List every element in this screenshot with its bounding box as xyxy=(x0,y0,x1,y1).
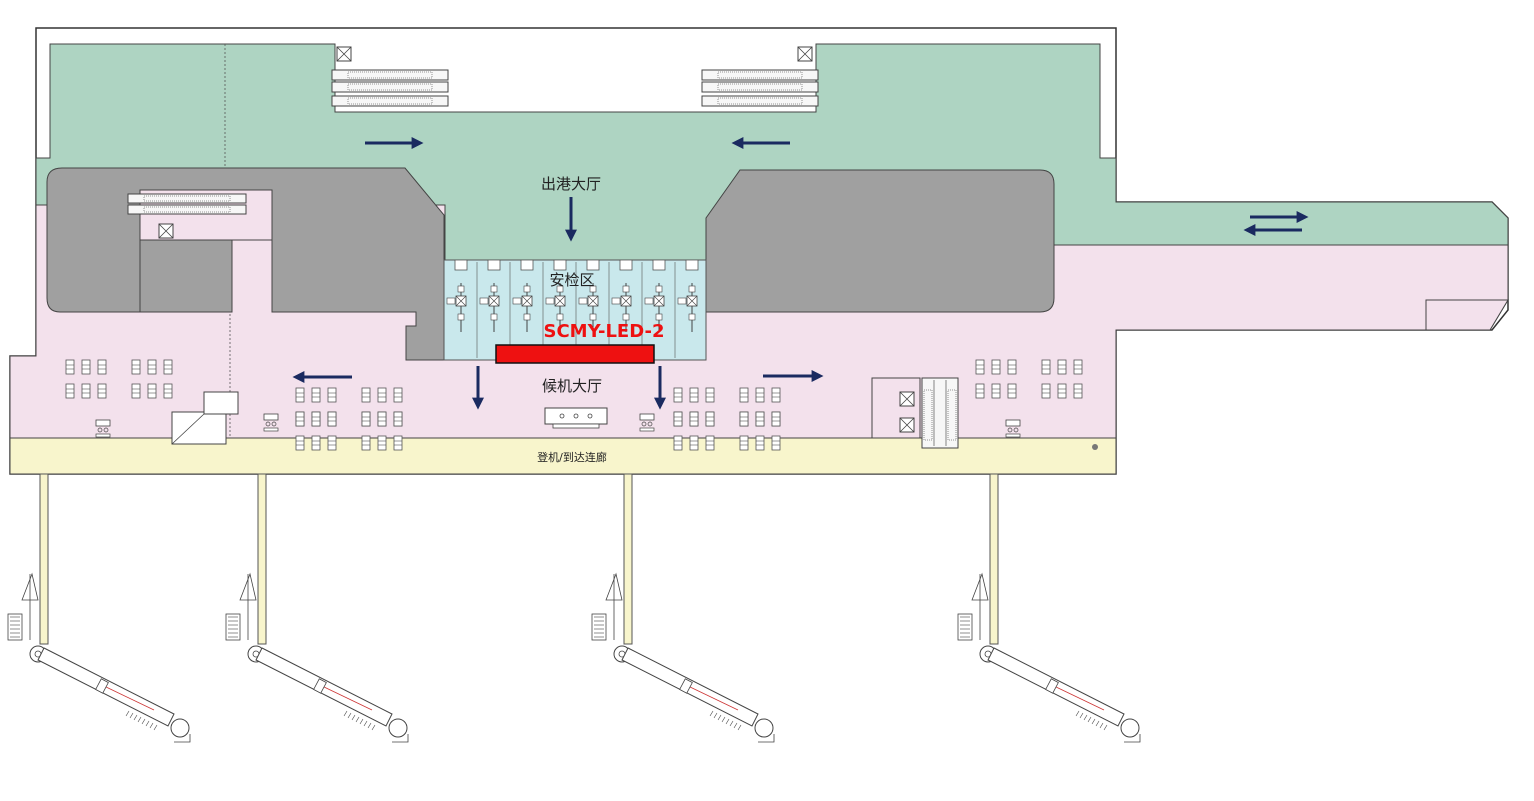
kiosk-icon xyxy=(95,413,1021,438)
pillar-dot xyxy=(1092,444,1098,450)
seat-row-icon xyxy=(673,411,715,451)
kiosk-icon xyxy=(95,419,111,438)
seat-row-icon xyxy=(295,411,337,451)
jet-bridge-icon xyxy=(7,572,191,743)
elevator-icon xyxy=(797,46,813,62)
security-lane-icon xyxy=(545,259,577,358)
security-lane-icon xyxy=(611,259,643,358)
seat-row-icon xyxy=(975,359,1017,399)
security-lane-icon xyxy=(479,259,511,358)
seat-row-icon xyxy=(65,359,107,399)
blocked-zone-left-inner xyxy=(139,239,233,313)
security-lane-icon xyxy=(644,259,676,358)
seat-row-icon xyxy=(131,359,173,399)
escalator-icon xyxy=(701,69,819,107)
seat-row-icon xyxy=(361,411,403,451)
corridor-branch-4 xyxy=(989,473,999,645)
jet-bridge-icon xyxy=(957,572,1141,743)
escalator-icon xyxy=(921,377,959,449)
security-area-label: 安检区 xyxy=(549,271,594,289)
led-ad-marker[interactable] xyxy=(495,344,655,364)
kiosk-icon xyxy=(639,413,655,432)
corridor-branch-1 xyxy=(39,473,49,645)
seat-row-icon xyxy=(739,411,781,451)
security-lane-icon xyxy=(677,259,699,332)
departure-hall-label: 出港大厅 xyxy=(541,175,601,193)
kiosk-icon xyxy=(263,413,279,432)
elevator-icon xyxy=(336,46,352,62)
security-lane-icon xyxy=(512,259,544,358)
escalator-icon xyxy=(127,193,247,215)
jet-bridge-icon xyxy=(591,572,775,743)
security-lane-icon xyxy=(446,259,478,358)
escalator-enclosure xyxy=(871,377,921,439)
arrow-icon xyxy=(292,137,1309,410)
seat-row-icon xyxy=(1041,359,1083,399)
kiosk-icon xyxy=(1005,419,1021,438)
waiting-hall-label: 候机大厅 xyxy=(542,377,602,395)
boarding-corridor-label: 登机/到达连廊 xyxy=(537,450,607,464)
corridor-branch-3 xyxy=(623,473,633,645)
elevator-icon xyxy=(899,417,915,433)
elevator-icon xyxy=(158,223,174,239)
elevator-icon xyxy=(899,391,915,407)
jet-bridge-icon xyxy=(225,572,409,743)
blocked-zone-left xyxy=(46,167,445,361)
corridor-branch-2 xyxy=(257,473,267,645)
seating-areas xyxy=(65,359,1083,451)
security-lanes xyxy=(446,259,699,358)
security-lane-icon xyxy=(578,259,610,358)
blocked-zone-right xyxy=(705,169,1055,313)
jet-bridges xyxy=(7,572,1141,743)
info-counter xyxy=(544,407,608,429)
service-desk xyxy=(171,391,239,445)
waiting-hall-right-notch xyxy=(1425,299,1509,331)
escalator-icon xyxy=(331,69,449,107)
ad-marker-code: SCMY-LED-2 xyxy=(544,321,665,342)
